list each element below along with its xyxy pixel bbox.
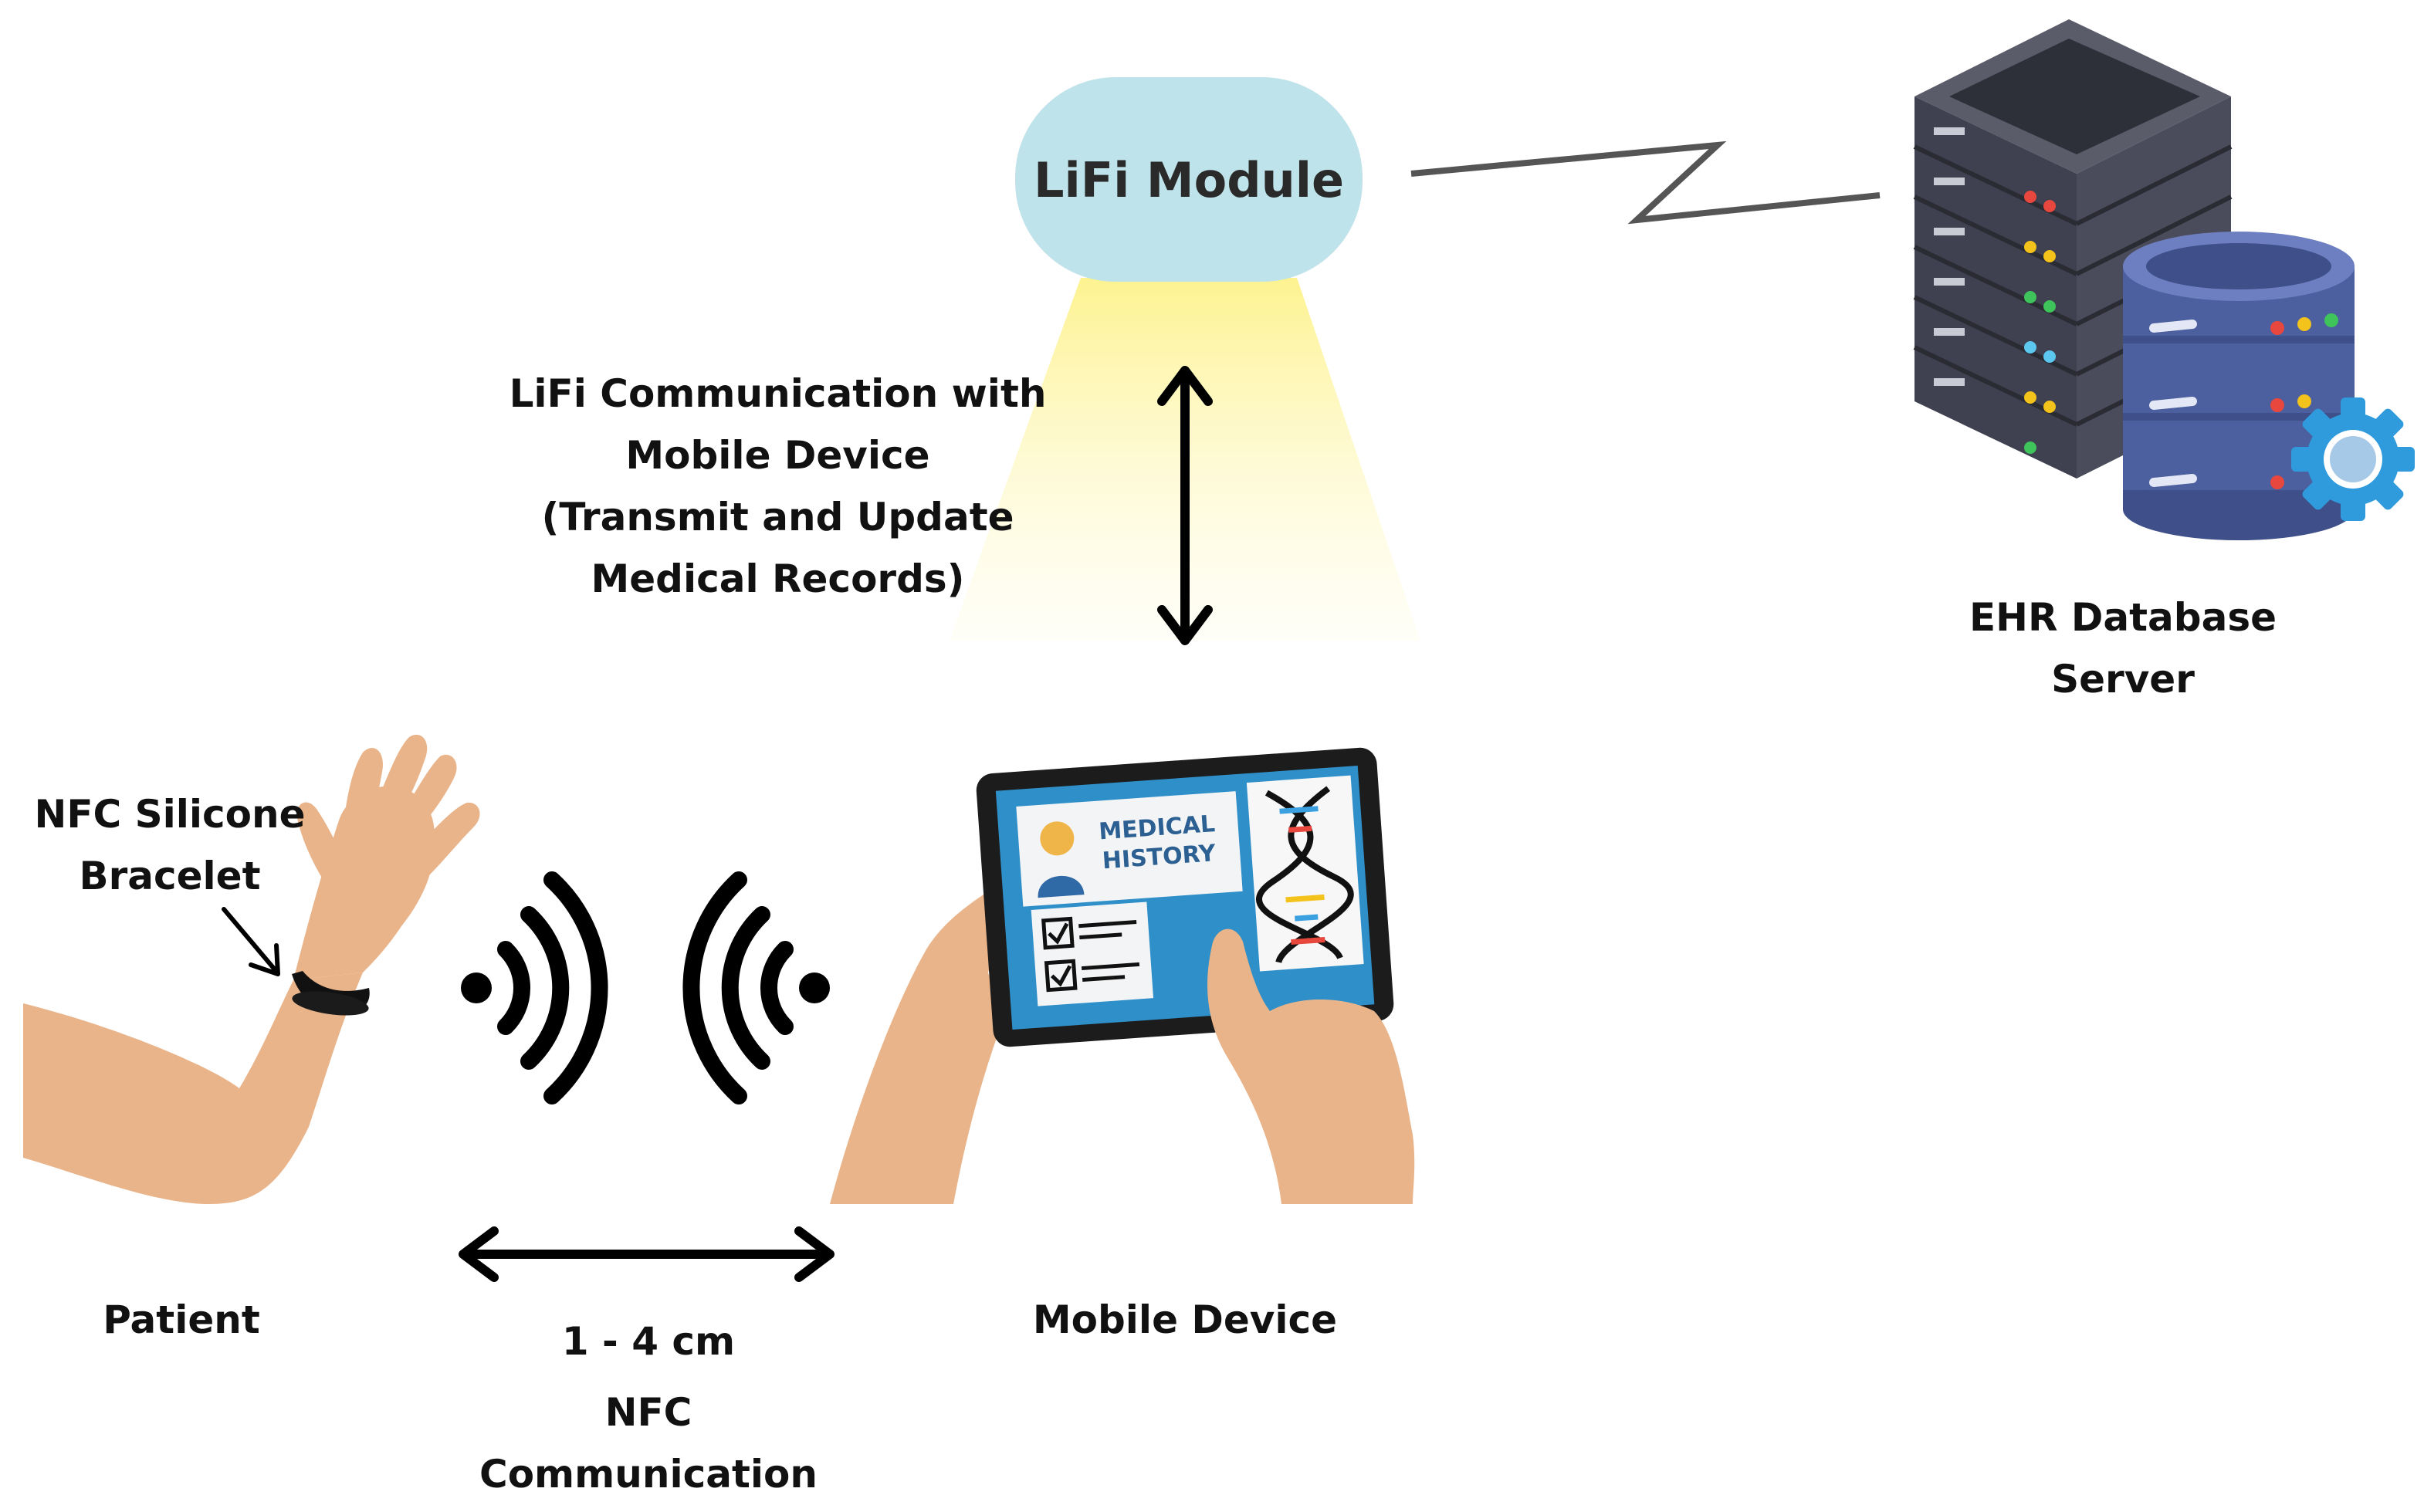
lifi-module-label: LiFi Module (1034, 152, 1344, 208)
nfc-communication-line-1: NFC (604, 1390, 692, 1435)
tablet-illustration: MEDICAL HISTORY (830, 747, 1415, 1204)
lifi-communication-line-3: (Transmit and Update (541, 495, 1014, 540)
nfc-communication-label: NFC Communication (432, 1382, 865, 1505)
lifi-vertical-arrow (1157, 366, 1213, 645)
server-label-line-2: Server (2051, 657, 2195, 702)
gear-icon (2291, 397, 2415, 521)
bracelet-label: NFC Silicone Bracelet (15, 783, 324, 907)
patient-arm-illustration (23, 734, 480, 1204)
server-label-line-1: EHR Database (1969, 595, 2277, 640)
server-label: EHR Database Server (1891, 587, 2355, 710)
lifi-communication-label: LiFi Communication with Mobile Device (T… (463, 363, 1092, 610)
mobile-device-label: Mobile Device (1032, 1297, 1338, 1342)
lifi-communication-line-1: LiFi Communication with (509, 371, 1047, 416)
nfc-distance-arrow (459, 1226, 835, 1282)
nfc-distance-label: 1 - 4 cm (561, 1319, 736, 1364)
nfc-wave-icon-left (461, 871, 608, 1104)
lifi-communication-line-2: Mobile Device (625, 433, 930, 478)
lifi-communication-line-4: Medical Records) (591, 556, 965, 601)
patient-label: Patient (103, 1297, 260, 1342)
nfc-bracelet-icon (292, 971, 370, 1016)
nfc-wave-icon-right (682, 871, 830, 1104)
lifi-module: LiFi Module (1015, 77, 1363, 282)
server-link-line (1410, 140, 1881, 225)
nfc-communication-line-2: Communication (479, 1452, 818, 1497)
lifi-module-shape (1015, 77, 1363, 282)
bracelet-label-line-1: NFC Silicone (34, 792, 306, 837)
bracelet-pointer-arrow (222, 907, 280, 976)
bracelet-label-line-2: Bracelet (79, 854, 261, 898)
